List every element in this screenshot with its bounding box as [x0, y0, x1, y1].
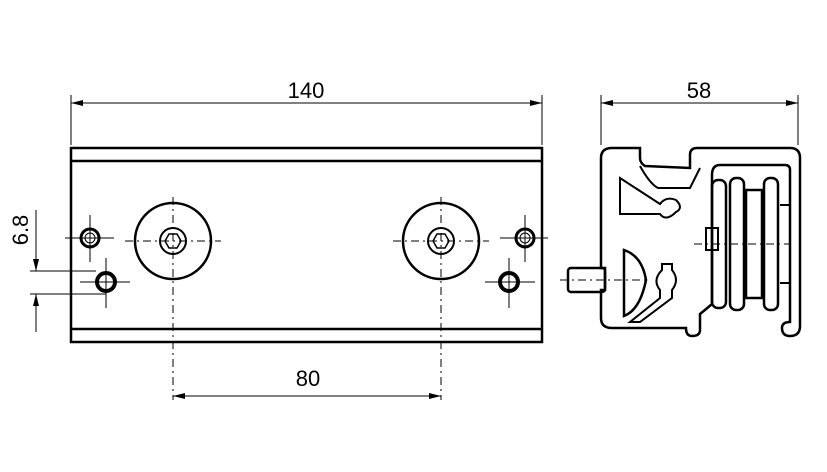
dimension-label-6-8: 6.8	[8, 215, 33, 246]
mounting-washer-left	[125, 197, 221, 400]
dimension-label-80: 80	[296, 366, 320, 391]
dimension-80: 80	[173, 366, 441, 399]
small-holes	[65, 215, 548, 308]
dimension-140: 140	[70, 78, 543, 145]
dimension-6-8: 6.8	[8, 210, 106, 332]
dimension-label-58: 58	[687, 78, 711, 103]
front-view	[65, 146, 548, 400]
dimension-label-140: 140	[288, 78, 325, 103]
mounting-washer-right	[393, 197, 489, 400]
dimension-58: 58	[600, 78, 799, 145]
side-view-profile	[560, 146, 802, 338]
